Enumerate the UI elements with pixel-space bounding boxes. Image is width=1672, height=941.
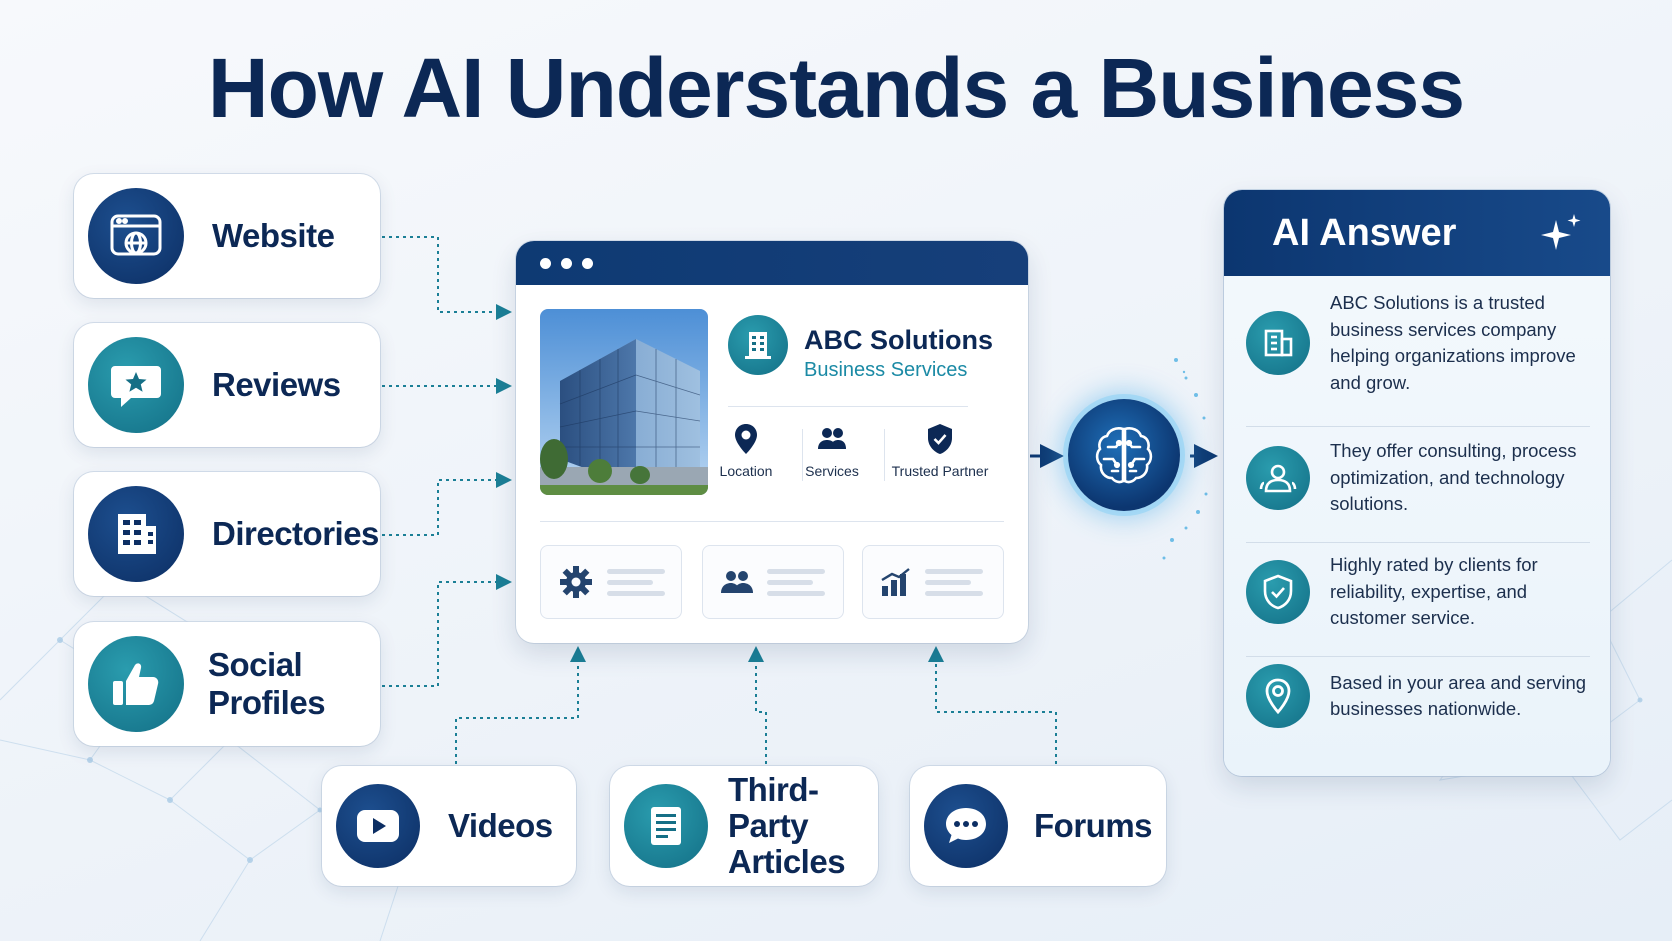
source-third-party-articles[interactable]: Third-Party Articles bbox=[610, 766, 878, 886]
shield-check-icon bbox=[928, 424, 952, 454]
attribute-trusted-partner: Trusted Partner bbox=[884, 423, 996, 479]
ai-answer-title: AI Answer bbox=[1272, 211, 1457, 254]
source-videos[interactable]: Videos bbox=[322, 766, 576, 886]
divider bbox=[884, 429, 885, 481]
ai-answer-panel: AI Answer ABC Solutions is a trusted bus… bbox=[1224, 190, 1610, 776]
source-website[interactable]: Website bbox=[74, 174, 380, 298]
source-label: Website bbox=[212, 217, 335, 254]
office-building-photo bbox=[540, 309, 708, 495]
play-icon bbox=[336, 784, 420, 868]
people-icon bbox=[818, 428, 846, 449]
source-label: Directories bbox=[212, 515, 379, 552]
source-label-line1: Third-Party bbox=[728, 771, 819, 844]
attribute-label: Location bbox=[719, 463, 773, 479]
profile-tile-analytics bbox=[862, 545, 1004, 619]
answer-text: Based in your area and serving businesse… bbox=[1330, 671, 1587, 720]
window-title-bar bbox=[516, 241, 1028, 285]
answer-item: Highly rated by clients for reliability,… bbox=[1246, 552, 1590, 632]
attribute-location: Location bbox=[714, 423, 778, 479]
divider bbox=[728, 406, 968, 407]
source-directories[interactable]: Directories bbox=[74, 472, 380, 596]
link-articles bbox=[748, 646, 767, 764]
source-label: Social Profiles bbox=[208, 646, 326, 721]
shield-check-icon bbox=[1246, 559, 1310, 624]
source-label: Forums bbox=[1034, 807, 1153, 844]
brain-icon bbox=[1068, 399, 1180, 511]
link-website bbox=[382, 236, 512, 320]
divider bbox=[540, 521, 1004, 522]
chat-star-icon bbox=[88, 337, 184, 433]
ai-answer-header: AI Answer bbox=[1224, 190, 1610, 276]
divider bbox=[1246, 656, 1590, 657]
bar-chart-icon bbox=[881, 568, 910, 596]
answer-item: ABC Solutions is a trusted business serv… bbox=[1246, 290, 1590, 396]
chat-dots-icon bbox=[924, 784, 1008, 868]
page-title: How AI Understands a Business bbox=[207, 41, 1465, 135]
building-icon bbox=[1246, 311, 1310, 375]
business-profile-card: ABC Solutions Business Services Location… bbox=[516, 241, 1028, 643]
attribute-services: Services bbox=[800, 423, 864, 479]
attribute-label: Services bbox=[805, 463, 859, 479]
profile-tile-team bbox=[702, 545, 844, 619]
window-dot bbox=[540, 257, 551, 269]
source-social-profiles[interactable]: Social Profiles bbox=[74, 622, 380, 746]
source-reviews[interactable]: Reviews bbox=[74, 323, 380, 447]
window-dot bbox=[582, 257, 593, 269]
browser-globe-icon bbox=[88, 188, 184, 284]
location-pin-icon bbox=[735, 424, 757, 454]
profile-tile-settings bbox=[540, 545, 682, 619]
people-icon bbox=[721, 571, 753, 593]
attribute-label: Trusted Partner bbox=[891, 463, 989, 479]
document-icon bbox=[624, 784, 708, 868]
thumbs-up-icon bbox=[88, 636, 184, 732]
link-directories bbox=[382, 472, 512, 536]
divider bbox=[1246, 542, 1590, 543]
answer-text: Highly rated by clients for reliability,… bbox=[1330, 554, 1538, 628]
source-label: Reviews bbox=[212, 366, 341, 403]
divider bbox=[802, 429, 803, 481]
business-name: ABC Solutions bbox=[804, 325, 993, 355]
answer-item: Based in your area and serving businesse… bbox=[1246, 664, 1590, 728]
source-label-line2: Articles bbox=[728, 843, 846, 880]
link-forums bbox=[928, 646, 1057, 764]
building-icon bbox=[88, 486, 184, 582]
gear-icon bbox=[560, 566, 592, 598]
location-pin-icon bbox=[1246, 664, 1310, 728]
answer-text: They offer consulting, process optimizat… bbox=[1330, 440, 1577, 514]
link-social bbox=[382, 574, 512, 687]
answer-item: They offer consulting, process optimizat… bbox=[1246, 438, 1590, 518]
business-category: Business Services bbox=[804, 359, 968, 381]
link-videos bbox=[455, 646, 586, 764]
source-label: Videos bbox=[448, 807, 553, 844]
sparkle-icon bbox=[1541, 214, 1581, 250]
source-forums[interactable]: Forums bbox=[910, 766, 1166, 886]
divider bbox=[1246, 426, 1590, 427]
answer-text: ABC Solutions is a trusted business serv… bbox=[1330, 292, 1576, 393]
people-icon bbox=[1246, 445, 1310, 510]
window-dot bbox=[561, 257, 572, 269]
building-icon bbox=[728, 315, 788, 375]
